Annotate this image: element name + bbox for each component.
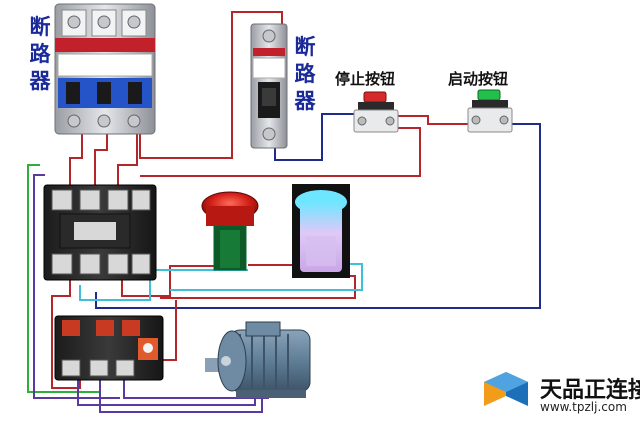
red-indicator-lamp	[201, 191, 259, 271]
control-breaker-label-char: 路	[294, 62, 316, 86]
thermal-overload-relay	[54, 315, 164, 381]
main-breaker-label-char: 器	[29, 69, 51, 93]
control-breaker-label-char: 器	[294, 89, 316, 113]
ac-contactor	[43, 184, 157, 281]
main-breaker-label-char: 断	[29, 15, 51, 39]
watermark-url: www.tpzlj.com	[540, 400, 627, 414]
start-button-device	[467, 89, 513, 133]
control-breaker	[250, 23, 288, 149]
glowing-indicator-lamp	[292, 184, 350, 278]
stop-button-label: 停止按钮	[335, 70, 396, 88]
stop-button-device	[353, 91, 399, 133]
electric-motor	[205, 321, 311, 398]
start-button-label: 启动按钮	[448, 70, 509, 88]
control-breaker-label-char: 断	[294, 35, 316, 59]
watermark-name: 天品正连接	[540, 378, 640, 403]
main-breaker-label-char: 路	[29, 42, 51, 66]
main-breaker-label: 断 路 器	[28, 14, 52, 95]
main-breaker	[54, 3, 156, 135]
control-breaker-label: 断 路 器	[293, 34, 317, 115]
brand-logo	[484, 372, 528, 406]
